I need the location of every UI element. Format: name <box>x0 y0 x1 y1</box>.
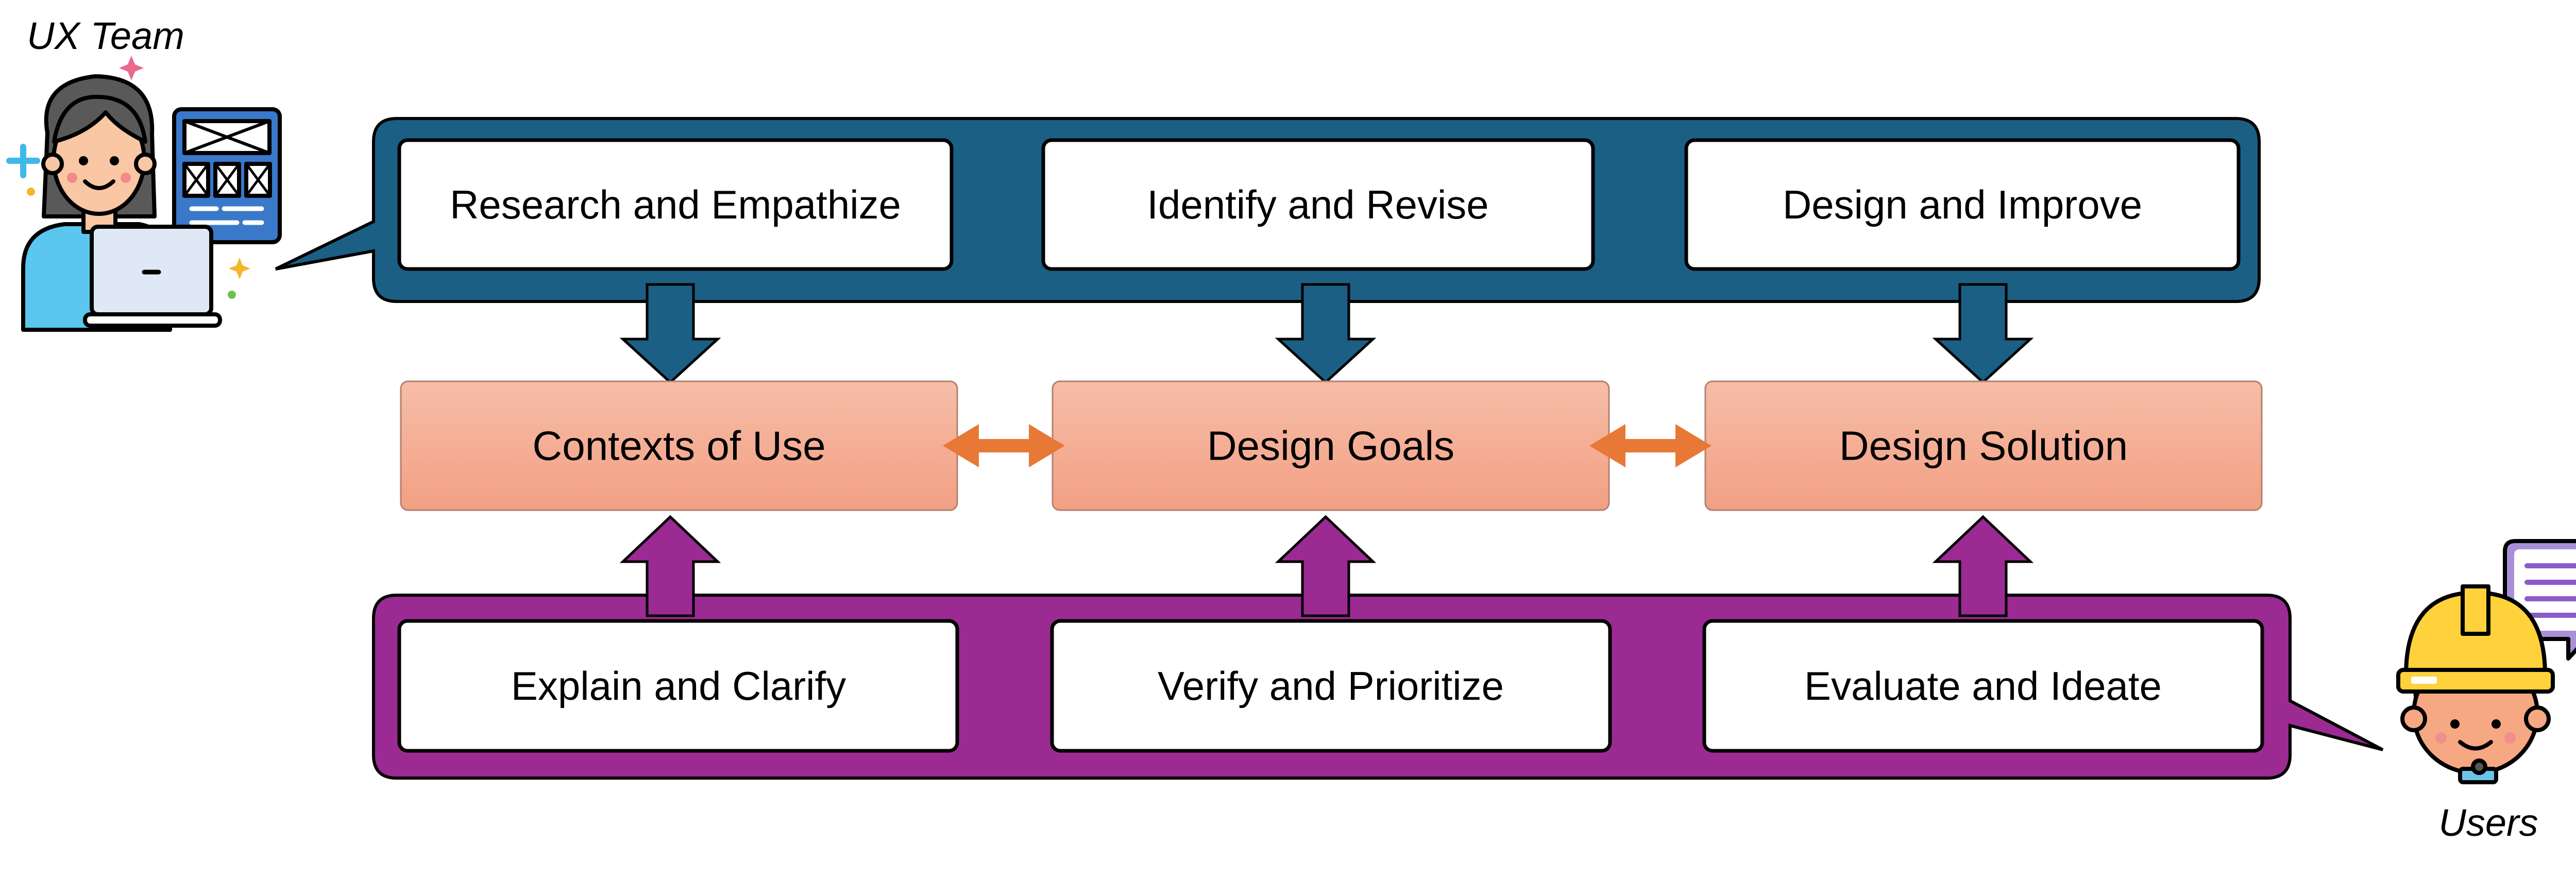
down-arrow-1 <box>619 283 721 384</box>
ux-team-label: UX Team <box>27 14 184 57</box>
top-step-label: Research and Empathize <box>450 182 901 227</box>
bottom-step-label: Explain and Clarify <box>511 663 846 709</box>
top-step-identify: Identify and Revise <box>1041 138 1595 271</box>
goal-design-solution: Design Solution <box>1704 380 2263 511</box>
bottom-step-evaluate: Evaluate and Ideate <box>1702 619 2264 753</box>
goal-label: Design Solution <box>1839 423 2128 469</box>
goal-label: Contexts of Use <box>532 423 825 469</box>
double-arrow-1 <box>943 424 1065 467</box>
up-arrow-3 <box>1932 515 2034 617</box>
up-arrow-1 <box>619 515 721 617</box>
goal-label: Design Goals <box>1207 423 1454 469</box>
users-label: Users <box>2438 801 2538 844</box>
worker-with-hard-hat-icon <box>2396 539 2576 784</box>
down-arrow-2 <box>1275 283 1377 384</box>
bottom-step-explain: Explain and Clarify <box>397 619 959 753</box>
bottom-step-label: Verify and Prioritize <box>1158 663 1504 709</box>
top-step-research: Research and Empathize <box>397 138 954 271</box>
top-step-design: Design and Improve <box>1684 138 2241 271</box>
bottom-step-label: Evaluate and Ideate <box>1804 663 2162 709</box>
goal-contexts-of-use: Contexts of Use <box>400 380 958 511</box>
double-arrow-2 <box>1589 424 1711 467</box>
goal-design-goals: Design Goals <box>1052 380 1610 511</box>
top-step-label: Design and Improve <box>1783 182 2142 227</box>
up-arrow-2 <box>1275 515 1377 617</box>
top-step-label: Identify and Revise <box>1147 182 1488 227</box>
down-arrow-3 <box>1932 283 2034 384</box>
designer-with-laptop-icon <box>6 56 282 332</box>
bottom-step-verify: Verify and Prioritize <box>1050 619 1612 753</box>
